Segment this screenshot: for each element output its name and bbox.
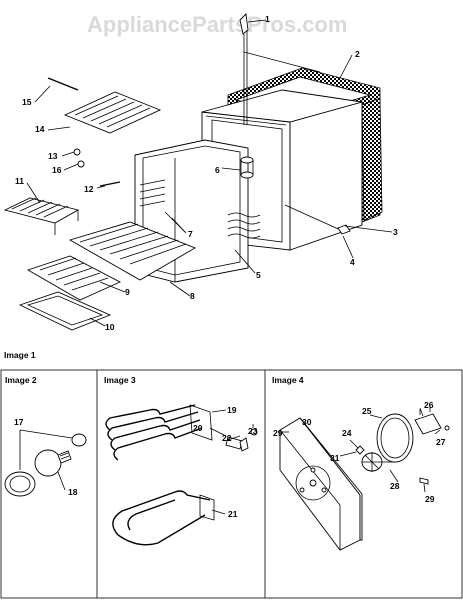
broil-pan-10 [18, 291, 112, 331]
light-lens-17 [4, 471, 36, 497]
callout-11: 11 [15, 176, 24, 186]
screw-29b [419, 477, 429, 485]
callout-31: 31 [330, 453, 340, 463]
rack-11 [3, 197, 80, 235]
image2-drawing: Image 2 17 18 [4, 375, 87, 497]
callout-6: 6 [215, 165, 220, 175]
clip-16 [77, 160, 85, 168]
fan-guard-25 [376, 413, 414, 463]
fan-motor-26 [414, 406, 442, 435]
callout-4: 4 [350, 257, 355, 267]
callout-13: 13 [48, 151, 58, 161]
fan-panel-30 [279, 417, 363, 551]
callout-15: 15 [22, 97, 32, 107]
callout-7: 7 [188, 229, 193, 239]
image4-drawing: Image 4 [272, 375, 450, 551]
screw-22 [239, 437, 249, 452]
sub-panels [0, 369, 463, 599]
broil-pan-insert-9 [26, 255, 122, 301]
callout-1: 1 [265, 14, 270, 24]
rack-slide-15 [47, 77, 79, 91]
vent-pipe [239, 13, 321, 179]
callout-21: 21 [228, 509, 238, 519]
bracket-12 [99, 181, 121, 187]
callout-8: 8 [190, 291, 195, 301]
terminal-block-20 [225, 436, 243, 450]
callout-5: 5 [256, 270, 261, 280]
callout-29-right: 29 [425, 494, 435, 504]
broil-rack-8 [68, 221, 197, 281]
caption-image4: Image 4 [272, 375, 304, 385]
callout-25: 25 [362, 406, 372, 416]
rod [284, 204, 346, 233]
callout-2: 2 [355, 49, 360, 59]
callout-17: 17 [14, 417, 24, 427]
image1-drawing: 1 2 3 4 5 6 7 8 9 10 11 12 13 14 15 16 I… [3, 13, 398, 360]
screw-27 [444, 425, 450, 431]
callout-22: 22 [222, 433, 232, 443]
callout-23: 23 [248, 426, 258, 436]
callout-24: 24 [342, 428, 352, 438]
callout-27: 27 [436, 437, 446, 447]
image3-drawing: Image 3 19 20 21 22 23 [104, 375, 258, 546]
bake-element-21 [112, 490, 215, 546]
callout-12: 12 [84, 184, 94, 194]
callout-16: 16 [52, 165, 62, 175]
callout-20: 20 [193, 423, 203, 433]
callout-10: 10 [105, 322, 115, 332]
callout-3: 3 [393, 227, 398, 237]
caption-image3: Image 3 [104, 375, 136, 385]
broil-element-19 [105, 404, 213, 461]
bulb-socket [71, 433, 87, 447]
caption-image1: Image 1 [4, 350, 36, 360]
light-bulb-18 [34, 449, 72, 477]
callout-29-left: 29 [273, 428, 283, 438]
watermark: AppliancePartsPros.com [87, 12, 347, 37]
callout-18: 18 [68, 487, 78, 497]
callout-19: 19 [227, 405, 237, 415]
callout-30: 30 [302, 417, 312, 427]
callout-28: 28 [390, 481, 400, 491]
oven-rack-upper [63, 91, 162, 134]
caption-image2: Image 2 [5, 375, 37, 385]
clip-13 [73, 148, 81, 156]
bracket [337, 224, 351, 235]
leader-lines [26, 19, 393, 327]
callout-26: 26 [424, 400, 434, 410]
nut-23 [250, 428, 258, 436]
callout-14: 14 [35, 124, 45, 134]
callout-9: 9 [125, 287, 130, 297]
